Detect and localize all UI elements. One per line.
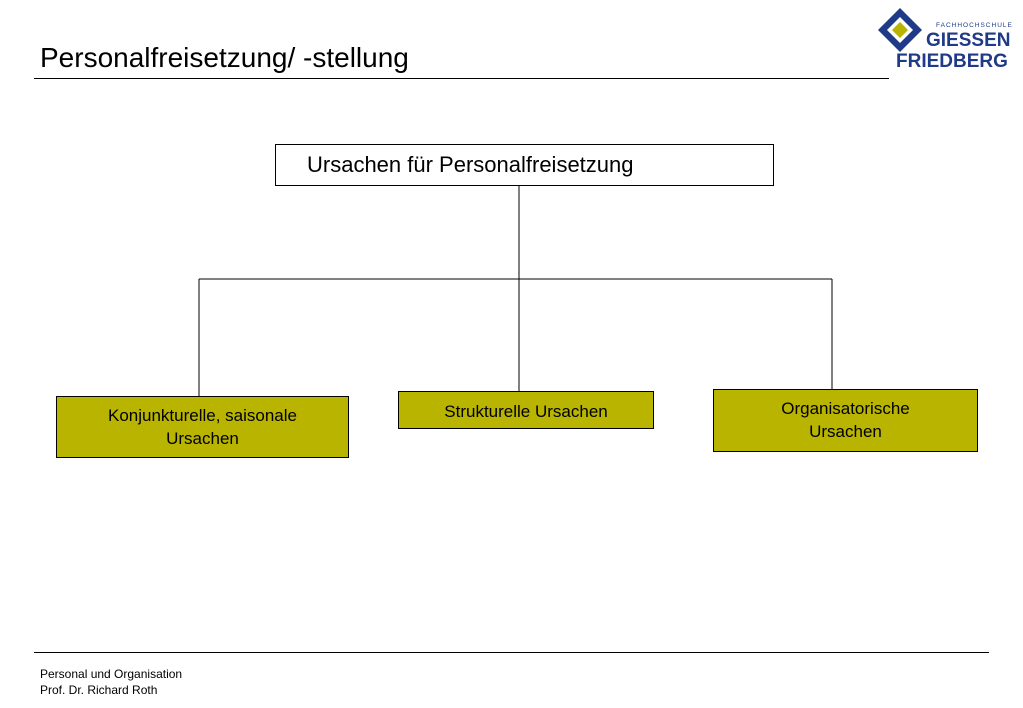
footer-author: Prof. Dr. Richard Roth [40, 683, 158, 697]
logo: FACHHOCHSCHULE GIESSEN FRIEDBERG [876, 6, 1013, 76]
logo-diamond-icon [878, 8, 922, 52]
child-node-strukturelle: Strukturelle Ursachen [398, 391, 654, 429]
logo-small-text: FACHHOCHSCHULE [936, 22, 1013, 29]
child-node-organisatorische: Organisatorische Ursachen [713, 389, 978, 452]
root-node-label: Ursachen für Personalfreisetzung [307, 152, 634, 177]
root-node: Ursachen für Personalfreisetzung [275, 144, 774, 186]
footer-divider [34, 652, 989, 653]
logo-line-2: FRIEDBERG [896, 51, 1008, 72]
logo-line-1: GIESSEN [926, 30, 1011, 51]
title-divider [34, 78, 889, 79]
child-node-label: Organisatorische Ursachen [781, 399, 910, 441]
child-node-konjunkturelle: Konjunkturelle, saisonale Ursachen [56, 396, 349, 458]
footer-course: Personal und Organisation [40, 667, 183, 681]
child-node-label: Konjunkturelle, saisonale Ursachen [107, 406, 297, 448]
child-node-label: Strukturelle Ursachen [444, 402, 608, 421]
page-title: Personalfreisetzung/ -stellung [40, 42, 409, 73]
